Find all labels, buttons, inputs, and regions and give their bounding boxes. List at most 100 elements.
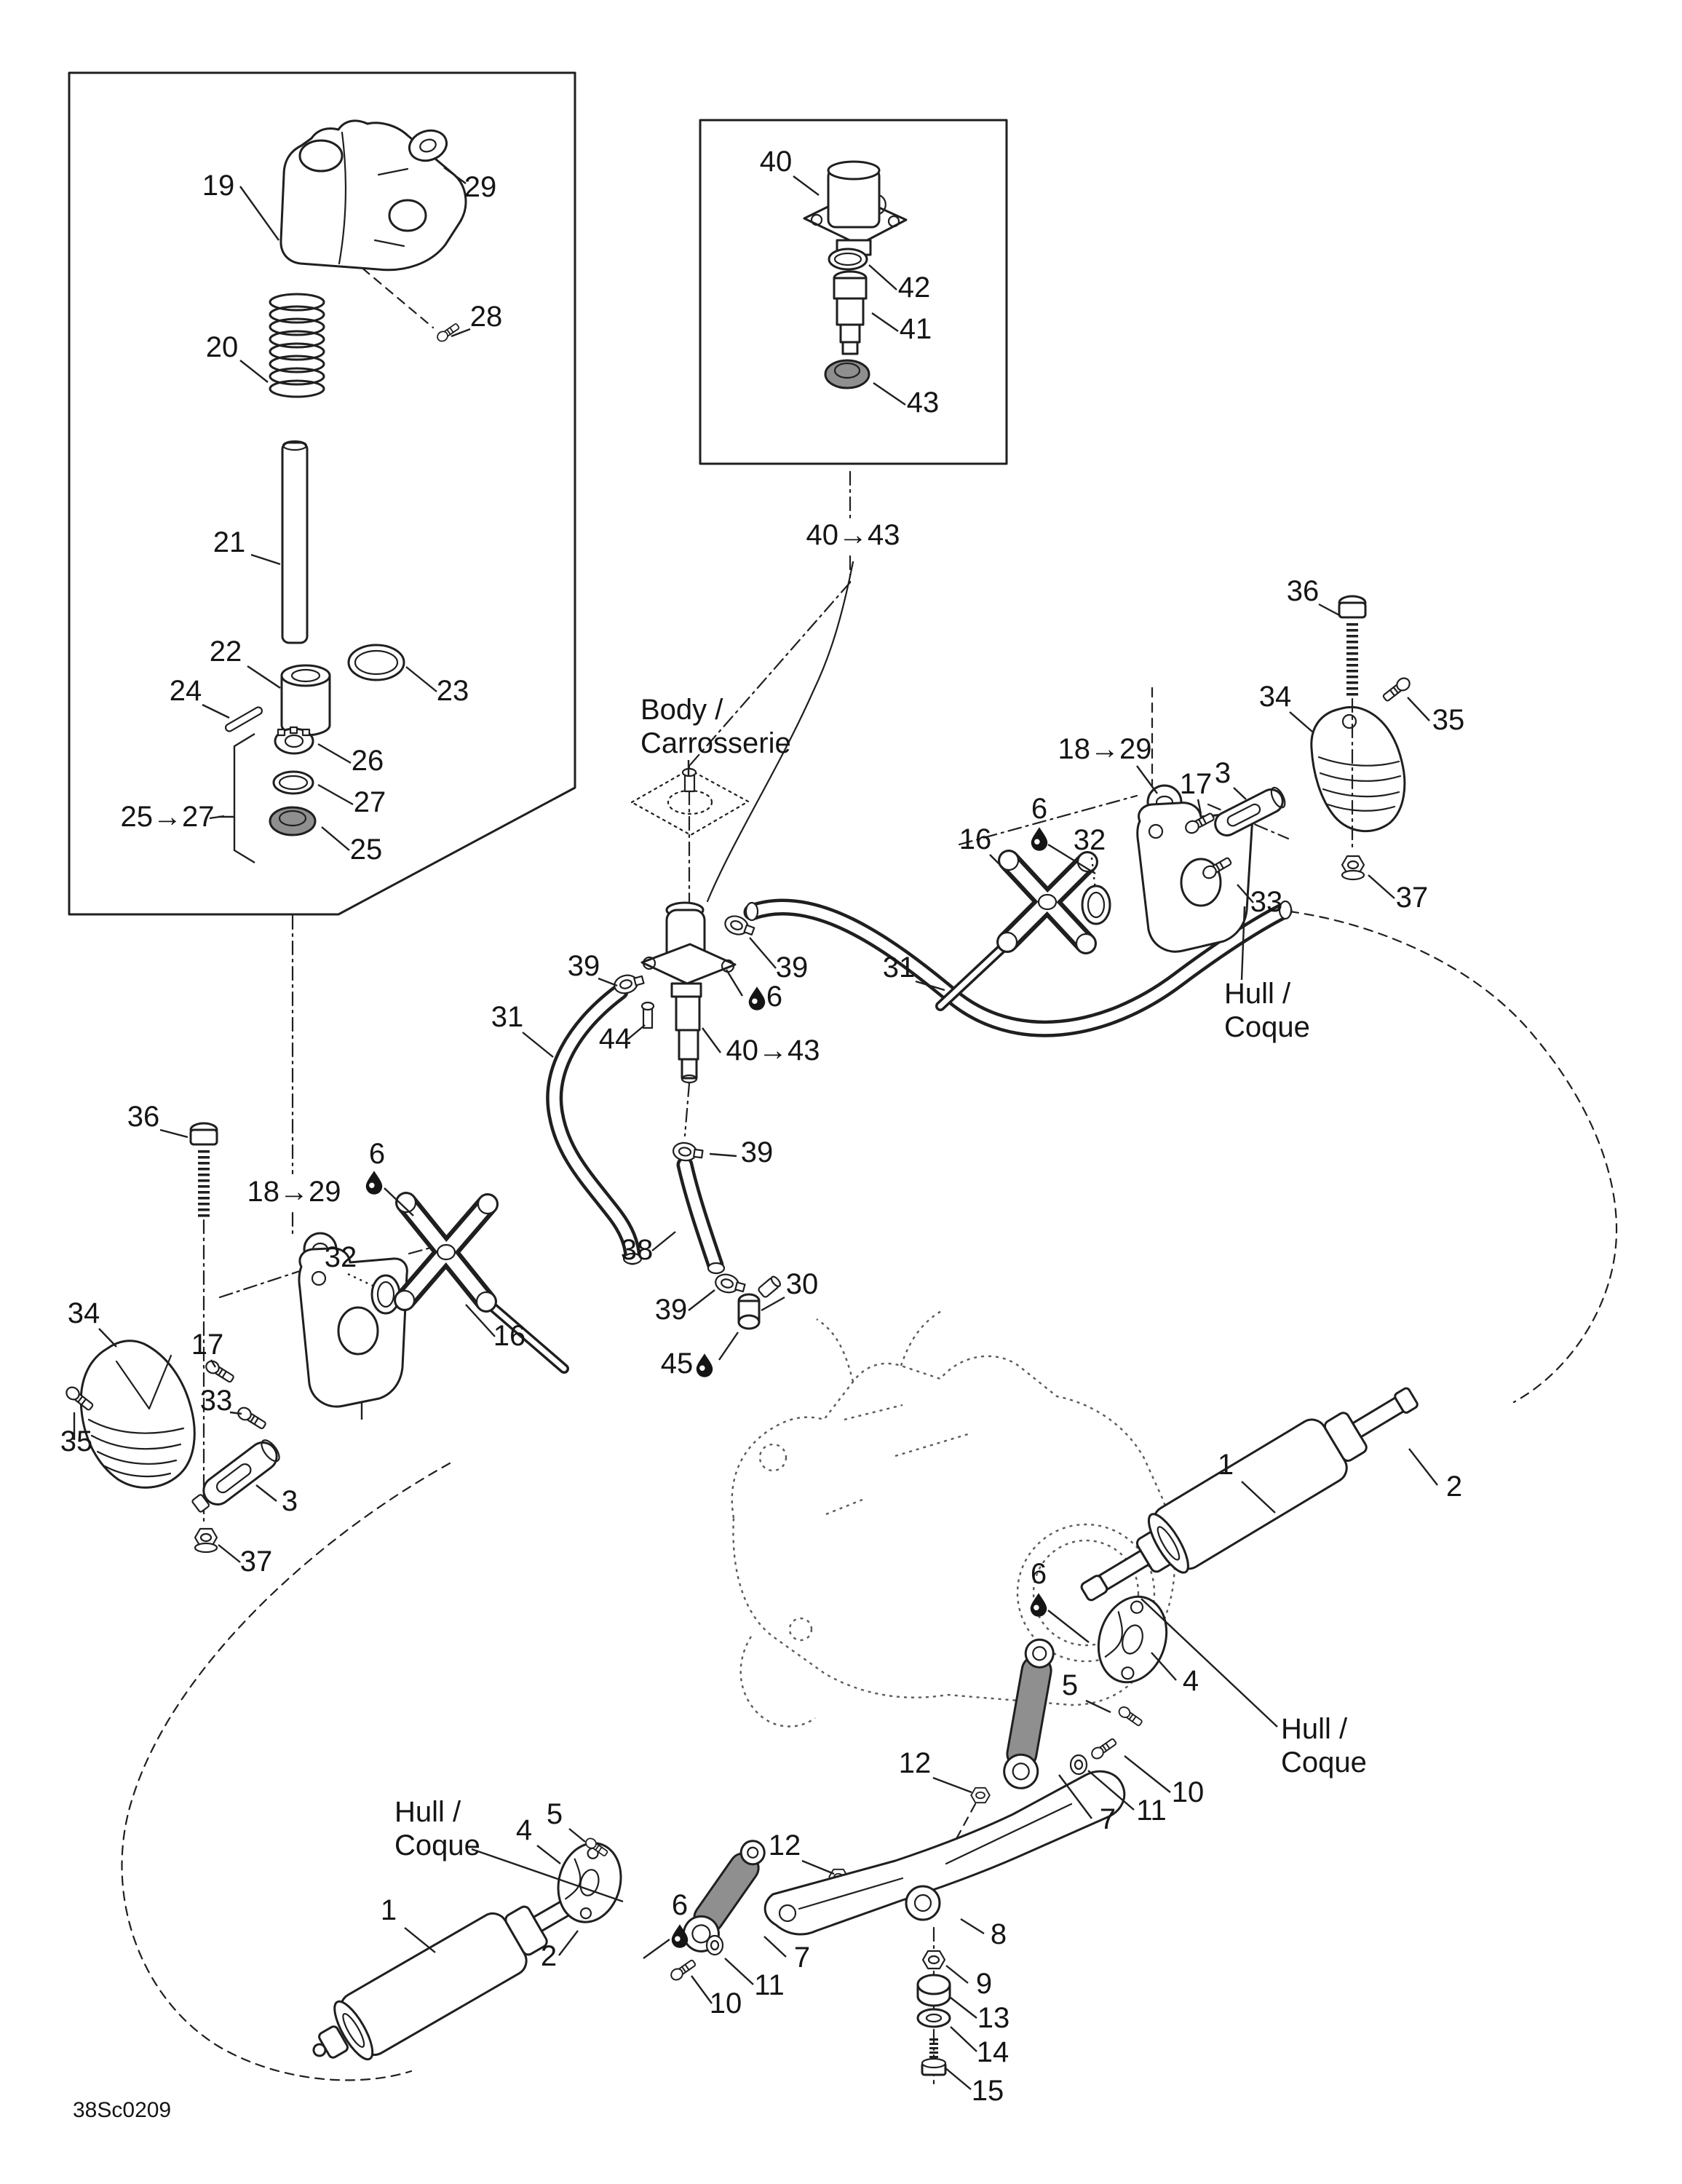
callout-6-center: 6: [766, 981, 782, 1013]
leader-23: [405, 666, 437, 692]
leader-39-b: [749, 937, 777, 969]
callout-18-29-left: 18→29: [247, 1176, 341, 1208]
leader-11-bottom: [724, 1958, 754, 1985]
bracket-18-29-right: [1136, 802, 1253, 953]
leader-hull-right-upper: [1240, 906, 1246, 981]
leader-3-right: [1233, 787, 1247, 800]
leader-34-left: [98, 1328, 117, 1348]
callout-37-left: 37: [240, 1546, 273, 1578]
callout-24: 24: [170, 675, 202, 707]
mount-bracket-4-right: [1097, 1595, 1168, 1684]
callout-39-a: 39: [568, 950, 600, 982]
leader-12-bottom: [801, 1859, 835, 1875]
leader-6-left: [384, 1187, 414, 1216]
cable-route-right: [1288, 910, 1618, 1404]
callout-19: 19: [202, 170, 235, 202]
bolt-36-left: [189, 1122, 218, 1527]
callout-45: 45: [661, 1348, 694, 1380]
callout-6-bottom: 6: [672, 1889, 688, 1921]
leader-11-right: [1087, 1770, 1135, 1811]
leader-27: [317, 783, 354, 806]
leader-37-left: [218, 1544, 241, 1563]
callout-39-b: 39: [776, 951, 809, 984]
leader-4-bottom: [536, 1845, 561, 1864]
callout-28: 28: [470, 301, 503, 333]
leader-9: [945, 1965, 969, 1984]
callout-17-left: 17: [191, 1329, 224, 1361]
castle-nut-26: [274, 726, 314, 755]
callout-9: 9: [976, 1968, 992, 2000]
leader-24: [202, 703, 230, 719]
leader-22: [247, 665, 281, 689]
bushing-22: [280, 664, 331, 737]
leader-28: [451, 328, 471, 338]
leader-1-right: [1241, 1481, 1276, 1514]
leader-6-center: [725, 969, 744, 997]
callout-6-right: 6: [1031, 793, 1047, 825]
callout-44: 44: [599, 1023, 632, 1055]
leader-2-bottom: [558, 1930, 579, 1956]
oring-27: [272, 770, 314, 795]
callout-33-right: 33: [1250, 886, 1283, 918]
leader-44: [627, 1024, 646, 1040]
washer-11-bottom: [705, 1934, 724, 1956]
callout-34-right: 34: [1259, 681, 1292, 713]
callout-leader-lines: [73, 167, 1438, 2090]
callout-5-right: 5: [1062, 1669, 1078, 1701]
leader-19: [239, 186, 279, 241]
callout-40: 40: [760, 146, 793, 178]
valve-40: [803, 160, 908, 256]
leader-26: [317, 743, 352, 764]
callout-40-43-box: 40→43: [806, 519, 900, 551]
leader-5-bottom: [568, 1828, 586, 1843]
washer-29: [408, 129, 448, 162]
link-7-bottom: [682, 1840, 766, 1952]
callout-29: 29: [464, 171, 497, 203]
oring-42: [828, 248, 868, 271]
leader-7-bottom: [763, 1936, 787, 1958]
leader-25: [321, 826, 350, 851]
callout-36-left: 36: [127, 1101, 160, 1133]
leader-36-left: [159, 1128, 189, 1139]
leader-16-right: [989, 854, 1018, 883]
callout-16-right: 16: [959, 823, 992, 855]
leader-1-bottom: [404, 1927, 436, 1953]
seal-43: [824, 359, 870, 389]
callout-4-right: 4: [1183, 1665, 1199, 1697]
callout-37-right: 37: [1396, 882, 1429, 914]
leader-39-d: [688, 1289, 715, 1311]
callout-26: 26: [352, 745, 384, 777]
steering-valve-assembly: [611, 901, 782, 1330]
leader-15: [944, 2067, 972, 2090]
spring-20: [269, 293, 325, 398]
leader-7-right: [1058, 1774, 1092, 1819]
callout-6-left: 6: [369, 1138, 385, 1170]
leader-38: [651, 1231, 676, 1251]
callout-2-right: 2: [1446, 1471, 1462, 1503]
mount-bracket-4-bottom: [557, 1842, 622, 1923]
leader-32-left: [347, 1273, 373, 1287]
leader-10-bottom: [691, 1975, 713, 2004]
hoses: [546, 898, 1293, 1275]
callout-1-bottom: 1: [381, 1894, 397, 1926]
valve-stem-41: [833, 270, 868, 355]
inset-box-1-border: [68, 71, 576, 916]
inset-box-shock-seal-kit: [68, 71, 576, 916]
callout-code: 38Sc0209: [73, 2098, 171, 2122]
callout-22: 22: [210, 636, 242, 668]
leader-45: [718, 1332, 739, 1361]
callout-35-left: 35: [60, 1425, 93, 1457]
hose-31-right-end-a: [745, 901, 759, 922]
callout-3-right: 3: [1215, 757, 1231, 789]
callout-12-bottom: 12: [769, 1829, 801, 1861]
leader-36-right: [1318, 603, 1341, 617]
callout-7-right: 7: [1100, 1803, 1116, 1835]
callout-43: 43: [907, 387, 940, 419]
callout-23: 23: [437, 675, 469, 707]
leader-3-left: [255, 1484, 277, 1502]
leader-20: [239, 360, 269, 383]
callout-18-29-right: 18→29: [1058, 733, 1152, 765]
leader-10-right: [1124, 1755, 1171, 1793]
